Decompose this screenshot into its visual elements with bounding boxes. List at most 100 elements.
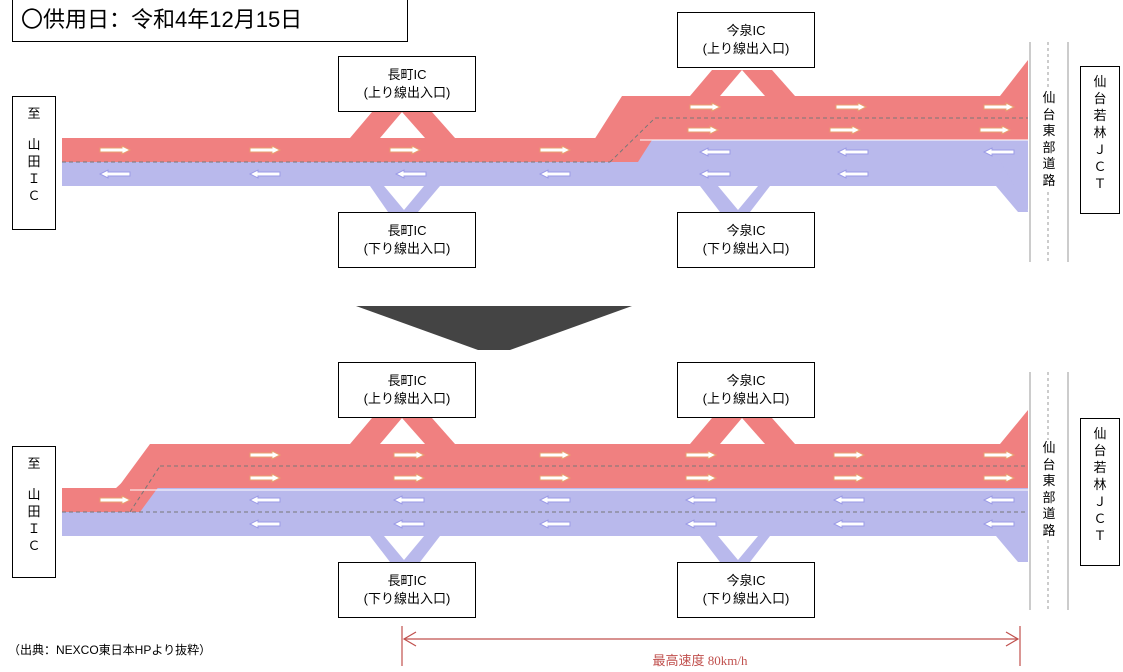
east-road-char: 路 [1042,172,1056,188]
ic-name: 長町IC [387,223,427,238]
imaizumi-down-gap-a [718,536,758,560]
up-direction-arrow [833,450,866,460]
east-road-char: 台 [1042,456,1056,472]
up-lanes-after [62,410,1028,512]
down-direction-arrow [394,169,427,179]
east-road-char: 道 [1042,156,1056,171]
down-direction-arrow [698,169,731,179]
east-road-char: 仙 [1042,440,1056,455]
imaizumi-down-box-before: 今泉IC (下り線出入口) [677,212,815,268]
origin-char: 至 [27,106,41,121]
nagamachi-up-ramp-a [350,418,402,444]
ic-name: 今泉IC [726,223,766,238]
origin-char: 至 [27,456,41,471]
down-direction-arrow [538,495,571,505]
up-direction-arrow [99,145,132,155]
ic-direction: (上り線出入口) [363,85,451,100]
down-direction-arrow [248,169,281,179]
up-direction-arrow [983,473,1016,483]
after-diagram [62,410,1028,562]
east-road-label-after: 仙 台 東 部 道 路 [1040,440,1058,539]
up-direction-arrow [983,102,1016,112]
direction-arrows [98,102,1016,529]
ic-direction: (下り線出入口) [363,591,451,606]
down-direction-arrow [836,147,869,157]
east-road-char: 東 [1042,123,1056,138]
ic-direction: (上り線出入口) [702,391,790,406]
origin-char: 田 [27,154,41,169]
up-direction-arrow [99,495,132,505]
destination-char: Ｊ [1093,142,1107,157]
down-direction-arrow [538,169,571,179]
imaizumi-down-box-after: 今泉IC (下り線出入口) [677,562,815,618]
ic-direction: (上り線出入口) [363,391,451,406]
imaizumi-up-box-after: 今泉IC (上り線出入口) [677,362,815,418]
source-note: （出典：NEXCO東日本HPより抜粋） [8,643,212,657]
up-direction-arrow [685,473,718,483]
ic-name: 今泉IC [726,23,766,38]
up-direction-arrow [539,450,572,460]
origin-box-before: 至 山 田 Ｉ Ｃ [12,96,56,230]
up-direction-arrow [539,473,572,483]
ic-name: 長町IC [387,67,427,82]
imaizumi-up-gap-a [722,419,763,444]
up-lane-a3 [140,466,1028,488]
down-direction-arrow [248,495,281,505]
east-road-char: 仙 [1042,90,1056,105]
destination-char: Ｔ [1093,528,1107,543]
nagamachi-up-gap-a [382,419,423,444]
center-dash-a3 [129,465,161,513]
destination-char: 仙 [1093,74,1107,89]
jct-up-ramp [1000,60,1028,96]
up-direction-arrow [389,145,422,155]
up-direction-arrow [249,450,282,460]
jct-up-ramp-a [1000,410,1028,444]
destination-char: 若 [1093,108,1107,123]
up-lane-a2 [150,444,1028,468]
east-road-char: 路 [1042,522,1056,538]
destination-char: 林 [1093,125,1107,140]
up-direction-arrow [979,125,1012,135]
destination-box-before: 仙 台 若 林 Ｊ Ｃ Ｔ [1080,66,1120,214]
destination-char: 仙 [1093,426,1107,441]
down-direction-arrow [392,495,425,505]
destination-char: Ｊ [1093,494,1107,509]
ic-name: 長町IC [387,573,427,588]
up-direction-arrow [539,145,572,155]
down-direction-arrow [982,519,1015,529]
up-direction-arrow [983,450,1016,460]
nagamachi-down-box-after: 長町IC (下り線出入口) [338,562,476,618]
destination-char: Ｔ [1093,176,1107,191]
down-direction-arrow [832,519,865,529]
origin-box-after: 至 山 田 Ｉ Ｃ [12,446,56,578]
east-road-char: 道 [1042,506,1056,521]
nagamachi-up-ramp [350,112,402,138]
up-direction-arrow [829,125,862,135]
imaizumi-up-gap [722,71,763,96]
nagamachi-down-gap-a [384,536,424,560]
up-direction-arrow [833,473,866,483]
down-direction-arrow [392,519,425,529]
nagamachi-down-box-before: 長町IC (下り線出入口) [338,212,476,268]
up-direction-arrow [393,473,426,483]
up-direction-arrow [393,450,426,460]
nagamachi-up-gap [382,113,423,138]
east-road-char: 部 [1042,139,1056,155]
origin-char: Ｉ [27,171,41,186]
destination-char: 台 [1093,91,1107,106]
ic-direction: (下り線出入口) [702,591,790,606]
ic-name: 今泉IC [726,573,766,588]
nagamachi-up-ramp-2 [402,112,455,138]
imaizumi-down-gap [718,186,758,210]
east-road-char: 東 [1042,473,1056,488]
up-direction-arrow [249,145,282,155]
destination-char: Ｃ [1093,159,1107,174]
down-direction-arrow [98,169,131,179]
ic-direction: (下り線出入口) [702,241,790,256]
ic-name: 長町IC [387,373,427,388]
down-direction-arrow [832,495,865,505]
up-direction-arrow [689,102,722,112]
center-dash-3 [609,117,656,163]
nagamachi-up-box-after: 長町IC (上り線出入口) [338,362,476,418]
